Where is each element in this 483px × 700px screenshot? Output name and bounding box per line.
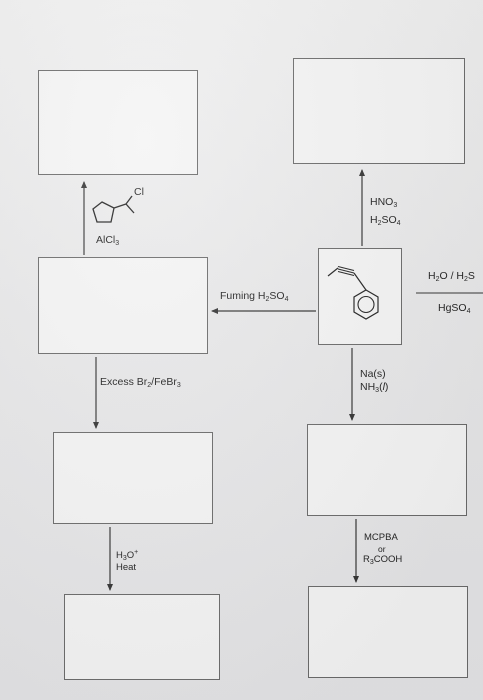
reagent-alcl3: AlCl3 <box>96 234 120 247</box>
answer-box-mid-left[interactable] <box>38 257 208 354</box>
reagent-h2o-h2so4: H2O / H2S <box>428 270 475 283</box>
reagent-h2so4-nitration: H2SO4 <box>370 214 401 227</box>
reagent-mcpba: MCPBA <box>364 532 398 543</box>
reagent-nh3: NH3(l) <box>360 381 389 394</box>
cyclopentyl-chloride-structure <box>92 195 135 223</box>
answer-box-top-left[interactable] <box>38 70 198 175</box>
reagent-or: or <box>378 544 386 554</box>
reagent-fuming-h2so4: Fuming H2SO4 <box>220 290 289 303</box>
answer-box-lower-right[interactable] <box>307 424 467 516</box>
chlorine-label: Cl <box>134 186 144 198</box>
starting-material-box <box>318 248 402 345</box>
reagent-na: Na(s) <box>360 368 386 380</box>
answer-box-bottom-right[interactable] <box>308 586 468 678</box>
reagent-rcooh: R3COOH <box>363 554 403 566</box>
reagent-h3o: H3O+ <box>116 549 139 562</box>
reagent-hgso4: HgSO4 <box>438 302 471 315</box>
answer-box-lower-left[interactable] <box>53 432 213 524</box>
reagent-excess-br2: Excess Br2/FeBr3 <box>100 376 181 389</box>
reagent-hno3: HNO3 <box>370 196 398 209</box>
answer-box-top-right[interactable] <box>293 58 465 164</box>
answer-box-bottom-left[interactable] <box>64 594 220 680</box>
starting-material-structure <box>327 265 379 320</box>
reagent-heat: Heat <box>116 562 137 573</box>
